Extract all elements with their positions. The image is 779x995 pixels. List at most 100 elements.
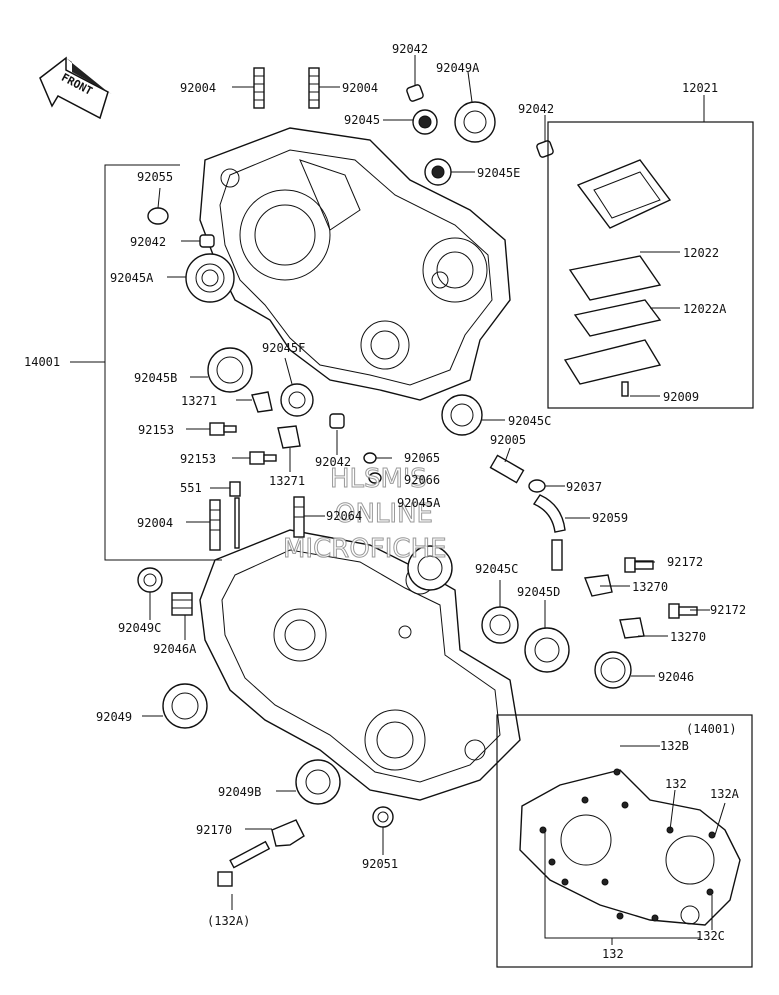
label-132c: 132C <box>696 929 725 943</box>
label-92046: 92046 <box>658 670 694 684</box>
label-92005: 92005 <box>490 433 526 447</box>
seal-92049 <box>162 683 208 729</box>
label-92045d: 92045D <box>517 585 560 599</box>
label-92045b: 92045B <box>134 371 177 385</box>
label-13271-a: 13271 <box>181 394 217 408</box>
label-132b: 132B <box>660 739 689 753</box>
hose-92059-lower <box>551 539 563 571</box>
label-13271-b: 13271 <box>269 474 305 488</box>
label-92045e: 92045E <box>477 166 520 180</box>
label-92042-a: 92042 <box>392 42 428 56</box>
bearing-92045d <box>524 627 570 673</box>
label-92153-b: 92153 <box>180 452 216 466</box>
bolt-132a <box>217 840 271 887</box>
label-92004-b: 92004 <box>342 81 378 95</box>
seal-92049c <box>137 567 163 593</box>
label-92042-c: 92042 <box>130 235 166 249</box>
label-132a-paren: (132A) <box>207 914 250 928</box>
label-132-bottom: 132 <box>602 947 624 961</box>
seal-92049b <box>295 759 341 805</box>
label-92059: 92059 <box>592 511 628 525</box>
plate-13270-a <box>584 574 613 597</box>
bearing-92045c-lower <box>481 606 519 644</box>
label-92065: 92065 <box>404 451 440 465</box>
label-13270-b: 13270 <box>670 630 706 644</box>
washer-92066 <box>368 472 382 484</box>
bearing-92045b <box>207 347 253 393</box>
label-14001-paren: (14001) <box>686 722 737 736</box>
label-92049c: 92049C <box>118 621 161 635</box>
label-92172-b: 92172 <box>710 603 746 617</box>
label-132a: 132A <box>710 787 740 801</box>
label-92049: 92049 <box>96 710 132 724</box>
label-92066: 92066 <box>404 473 440 487</box>
bearing-92045a-mid <box>407 545 453 591</box>
label-92004-c: 92004 <box>137 516 173 530</box>
label-92045c-mid: 92045C <box>475 562 518 576</box>
dowel-pin-92042-d <box>329 413 345 429</box>
bearing-92045a <box>185 253 235 303</box>
label-14001: 14001 <box>24 355 60 369</box>
reed-valve-box-12021 <box>547 121 754 409</box>
label-12022a: 12022A <box>683 302 727 316</box>
bolt-92153-a <box>209 422 237 436</box>
lower-crankcase-half <box>199 529 521 801</box>
label-92153-a: 92153 <box>138 423 174 437</box>
stud-92004-b <box>308 67 320 109</box>
washer-92065 <box>363 452 377 464</box>
watermark-line-2: ONLINE <box>335 499 433 529</box>
dowel-pin-92042-c <box>536 140 554 158</box>
inset-box-14001 <box>496 714 753 968</box>
dowel-pin-92042-a <box>406 84 424 102</box>
bracket-92170 <box>271 819 305 847</box>
bearing-92045f <box>280 383 314 417</box>
bearing-92045c-upper <box>441 394 483 436</box>
label-92042-b: 92042 <box>518 102 554 116</box>
label-92037: 92037 <box>566 480 602 494</box>
label-92051: 92051 <box>362 857 398 871</box>
stud-92004-a <box>253 67 265 109</box>
upper-crankcase-half <box>199 127 511 401</box>
label-92055: 92055 <box>137 170 173 184</box>
front-arrow-icon: FRONT <box>39 56 112 120</box>
bracket-13271-a <box>251 391 273 413</box>
seal-92049a <box>454 101 496 143</box>
watermark-line-1: HLSM'S <box>330 464 427 494</box>
label-92045a-mid: 92045A <box>397 496 441 510</box>
bolt-92172-a <box>624 557 654 573</box>
fitting-92005 <box>489 454 525 484</box>
pin-551 <box>229 481 241 549</box>
label-92170: 92170 <box>196 823 232 837</box>
bearing-92045 <box>412 109 438 135</box>
o-ring-92055 <box>147 207 169 225</box>
stud-92004-c <box>209 499 221 551</box>
label-92004-a: 92004 <box>180 81 216 95</box>
label-132: 132 <box>665 777 687 791</box>
label-13270-a: 13270 <box>632 580 668 594</box>
label-92009: 92009 <box>663 390 699 404</box>
clamp-92037 <box>528 479 546 493</box>
label-92064: 92064 <box>326 509 362 523</box>
dowel-pin-92042-b <box>199 234 215 248</box>
bearing-92045e <box>424 158 452 186</box>
label-92049a-top: 92049A <box>436 61 480 75</box>
bearing-92046a <box>171 592 193 616</box>
bracket-13271-b <box>277 425 301 449</box>
watermark-line-3: MICROFICHE <box>283 534 447 564</box>
part-labels: 92004 92004 92042 92049A 92045 92042 120… <box>24 42 746 961</box>
label-92046a: 92046A <box>153 642 197 656</box>
bearing-92046 <box>594 651 632 689</box>
label-92042-d: 92042 <box>315 455 351 469</box>
label-12022: 12022 <box>683 246 719 260</box>
label-92045: 92045 <box>344 113 380 127</box>
watermark: HLSM'S ONLINE MICROFICHE <box>283 464 448 565</box>
label-92045a: 92045A <box>110 271 154 285</box>
bolt-92172-b <box>668 603 698 619</box>
seal-92051 <box>372 806 394 828</box>
label-92172-a: 92172 <box>667 555 703 569</box>
stud-92064 <box>293 496 305 538</box>
label-92045c-right: 92045C <box>508 414 551 428</box>
label-12021: 12021 <box>682 81 718 95</box>
label-551: 551 <box>180 481 202 495</box>
